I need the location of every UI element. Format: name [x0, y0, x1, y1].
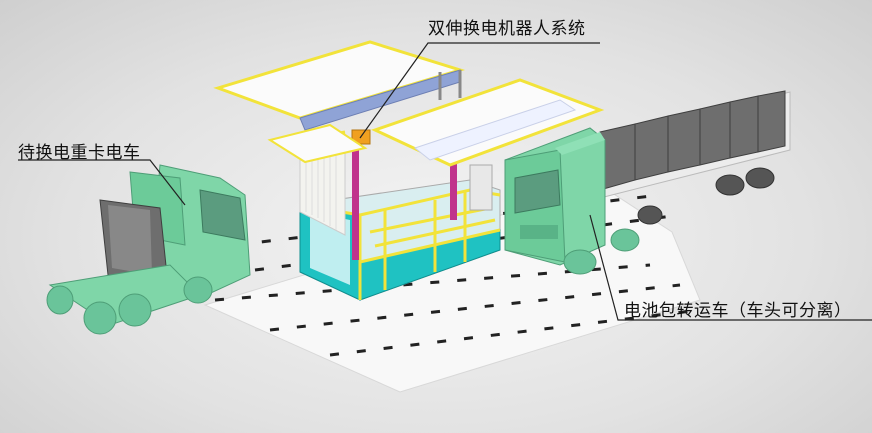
robot-system-label: 双伸换电机器人系统: [428, 19, 586, 39]
waiting-truck-label: 待换电重卡电车: [18, 143, 141, 163]
battery-carrier-label: 电池包转运车（车头可分离）: [624, 301, 852, 321]
swap-station-housing: [299, 129, 493, 260]
waiting-electric-truck: [46, 164, 251, 335]
battery-carrier-cab: [504, 127, 640, 275]
swap-station-roof: [213, 40, 605, 167]
leader-lines: [18, 42, 872, 321]
